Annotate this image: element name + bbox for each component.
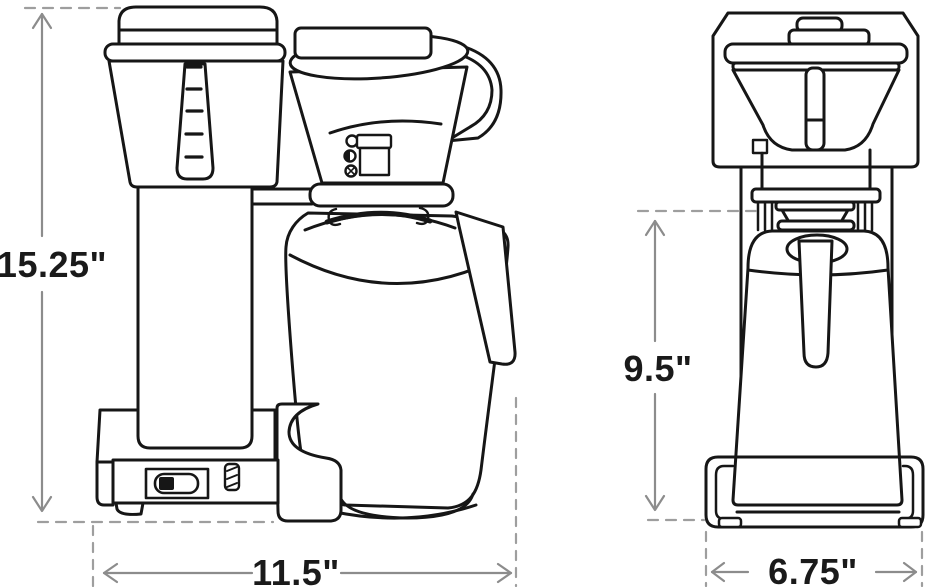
carafe-lid-clip-left	[327, 207, 342, 227]
arrow-right-icon	[902, 561, 918, 583]
base-tray-foot-left	[717, 516, 743, 529]
selector-switch-window	[358, 146, 391, 177]
funnel-collar	[308, 182, 455, 208]
brew-basket-lid	[293, 26, 433, 60]
side-latch	[751, 138, 769, 155]
dimension-label-side-width: 6.75"	[768, 551, 858, 587]
side-carafe-handle	[797, 239, 834, 369]
base-tray-inner-left	[714, 464, 735, 521]
carafe-lid	[324, 210, 433, 225]
arrow-up-icon	[31, 12, 53, 30]
reservoir-lid	[117, 5, 279, 47]
side-crossbar	[750, 187, 882, 204]
thermal-carafe	[284, 211, 510, 510]
machine-base-foot	[114, 501, 145, 516]
carafe-foot-bottom	[333, 503, 478, 520]
base-tray-foot-right	[897, 516, 923, 529]
dimension-label-side-height: 9.5"	[623, 348, 692, 389]
dimension-annotations	[23, 6, 924, 587]
front-view	[95, 5, 517, 523]
side-funnel-handle-bar	[804, 66, 826, 152]
machine-base-left-cap	[95, 460, 115, 507]
base-riser	[275, 402, 343, 523]
dimension-label-front-height: 15.25"	[0, 244, 107, 285]
arrow-down-icon	[31, 495, 53, 513]
dimension-label-front-width: 11.5"	[252, 552, 340, 587]
side-lid	[723, 42, 909, 65]
control-pod-edge	[328, 119, 443, 135]
water-level-gauge	[175, 62, 215, 181]
tower-column	[136, 185, 254, 450]
selector-switch-header	[355, 133, 393, 150]
base-tray-inner-right	[901, 464, 915, 521]
arrow-left-icon	[102, 562, 119, 584]
carafe-handle	[454, 210, 517, 366]
crossed-circle-x	[346, 166, 356, 176]
side-carafe-lid-ring	[776, 219, 856, 232]
reservoir-lid-flange	[103, 42, 287, 63]
vent-grille-slits	[226, 466, 238, 488]
carafe-lid-clip-right	[415, 206, 430, 226]
power-switch-knob	[159, 477, 174, 490]
side-view	[704, 11, 925, 529]
half-circle-fill	[344, 150, 350, 162]
water-level-marks	[184, 65, 204, 159]
side-ribs	[756, 200, 874, 232]
arrow-up-icon	[644, 219, 666, 237]
arrow-left-icon	[710, 561, 726, 583]
arrow-right-icon	[496, 562, 513, 584]
swing-arm-shelf	[250, 187, 314, 206]
arrow-down-icon	[644, 494, 666, 512]
